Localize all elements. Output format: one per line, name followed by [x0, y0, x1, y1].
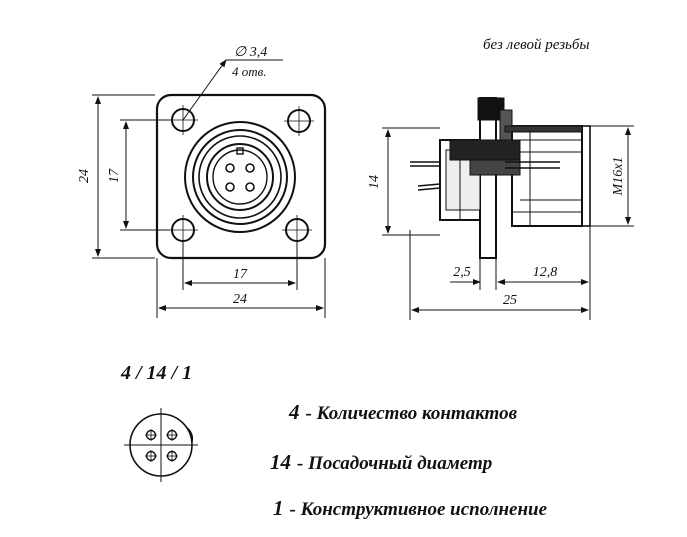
body-ring-outer — [184, 121, 296, 233]
side-lug — [477, 97, 505, 121]
front-height-inner-label: 17 — [107, 168, 122, 183]
legend-text: Конструктивное исполнение — [300, 499, 548, 520]
hole-diameter-label: ∅ 3,4 — [234, 45, 267, 60]
side-mount-diameter-label: 14 — [367, 175, 382, 189]
thread-body — [511, 125, 583, 227]
side-thread-label: M16x1 — [611, 157, 626, 197]
side-flange-offset-label: 2,5 — [453, 265, 471, 280]
legend-separator: - — [297, 453, 304, 474]
legend-number: 14 — [270, 450, 291, 474]
front-height-outer-label: 24 — [77, 169, 92, 183]
contact-pins — [225, 163, 255, 192]
contact-pin — [245, 182, 255, 192]
legend-text: Посадочный диаметр — [308, 453, 493, 474]
front-dimensions — [92, 94, 326, 318]
insulator-ring — [212, 149, 268, 205]
side-dimensions — [382, 125, 634, 320]
hole-callout — [182, 59, 283, 121]
flange-outline — [155, 93, 327, 260]
legend-item-diameter: 14- Посадочный диаметр — [270, 450, 492, 475]
body-ring — [192, 129, 288, 225]
connector-code: 4 / 14 / 1 — [121, 362, 193, 384]
solder-tails — [410, 161, 441, 191]
contact-pin — [225, 163, 235, 173]
side-view — [410, 97, 591, 259]
legend-item-contacts: 4- Количество контактов — [289, 400, 517, 425]
front-width-outer-label: 24 — [233, 292, 247, 307]
side-total-length-label: 25 — [503, 293, 517, 308]
legend-number: 1 — [273, 496, 284, 520]
body-ring — [198, 135, 282, 219]
contact-pin — [225, 182, 235, 192]
side-thread-length-label: 12,8 — [533, 265, 558, 280]
legend-text: Количество контактов — [316, 403, 518, 424]
legend-separator: - — [289, 499, 296, 520]
insulator-ring — [206, 143, 274, 211]
contact-pin — [245, 163, 255, 173]
legend-number: 4 — [289, 400, 300, 424]
legend-separator: - — [305, 403, 312, 424]
hole-count-label: 4 отв. — [232, 64, 267, 79]
front-view — [155, 93, 327, 260]
pin-layout-icon — [124, 408, 198, 482]
legend-item-design: 1- Конструктивное исполнение — [273, 496, 547, 521]
front-width-inner-label: 17 — [233, 267, 248, 282]
side-flange — [479, 97, 497, 259]
thread-note: без левой резьбы — [483, 37, 590, 53]
key-notch — [236, 147, 244, 155]
